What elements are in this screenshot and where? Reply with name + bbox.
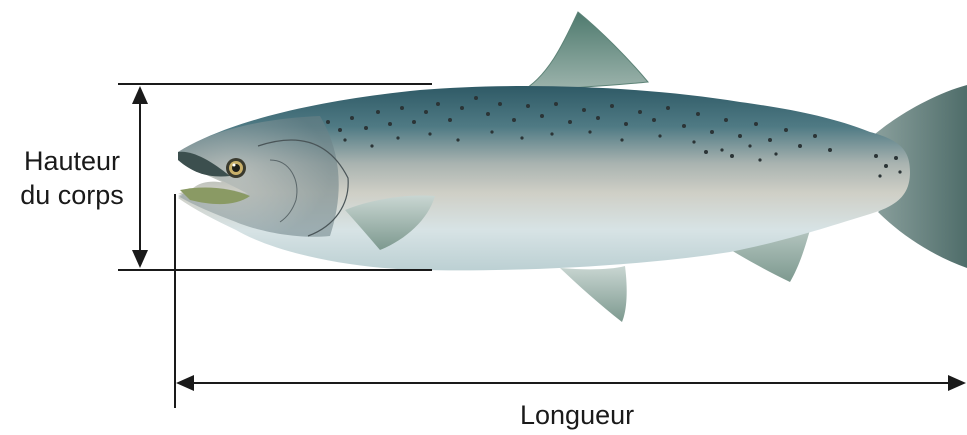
pelvic-fin <box>560 266 627 322</box>
body-height-label: Hauteur du corps <box>8 144 136 212</box>
fish-eye <box>226 158 246 178</box>
body-height-label-line2: du corps <box>8 178 136 212</box>
length-arrow-right <box>948 375 966 391</box>
dorsal-fin <box>520 12 648 92</box>
height-arrow-down <box>132 250 148 268</box>
length-label: Longueur <box>520 398 634 432</box>
fish-head <box>178 116 339 237</box>
height-arrow-up <box>132 86 148 104</box>
body-height-label-line1: Hauteur <box>8 144 136 178</box>
length-arrow-left <box>176 375 194 391</box>
salmon-illustration <box>178 12 967 322</box>
